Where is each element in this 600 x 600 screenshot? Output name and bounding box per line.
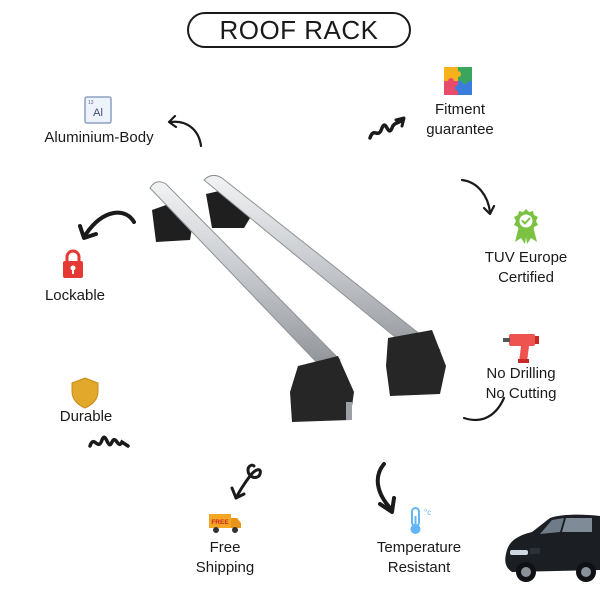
arrow-icon <box>462 396 506 422</box>
arrow-icon <box>460 178 496 216</box>
loop-arrow-icon <box>230 463 262 500</box>
roof-rack-image <box>149 174 446 422</box>
squiggle-arrow-icon <box>368 116 406 140</box>
title-text: ROOF RACK <box>219 14 379 45</box>
padlock-icon <box>63 249 83 278</box>
puzzle-icon <box>444 67 472 95</box>
arrow-icon <box>375 462 396 514</box>
free-shipping-label: Free Shipping <box>195 539 255 576</box>
fitment-guarantee-label: Fitment guarantee <box>426 101 494 138</box>
shield-icon <box>71 377 99 409</box>
aluminium-body-label: Aluminium-Body <box>44 129 154 146</box>
thermometer-icon: °c <box>410 507 431 534</box>
drill-icon <box>503 334 539 363</box>
truck-text: FREE <box>211 519 229 526</box>
certified-badge-icon <box>514 209 538 244</box>
element-symbol: Al <box>93 107 103 119</box>
temperature-resistant-label: Temperature Resistant <box>376 539 462 576</box>
svg-text:°c: °c <box>424 508 431 517</box>
arrow-icon <box>78 210 136 240</box>
lockable-label: Lockable <box>44 287 106 304</box>
car-image <box>505 514 600 582</box>
tuv-certified-label: TUV Europe Certified <box>484 249 568 286</box>
arrow-icon <box>167 114 203 148</box>
svg-text:13: 13 <box>88 100 94 106</box>
aluminium-element-icon: 13 Al <box>84 96 112 124</box>
delivery-truck-icon: FREE <box>209 514 241 533</box>
durable-label: Durable <box>59 408 113 425</box>
page-title: ROOF RACK <box>187 12 411 48</box>
squiggle-arrow-icon <box>88 435 130 448</box>
